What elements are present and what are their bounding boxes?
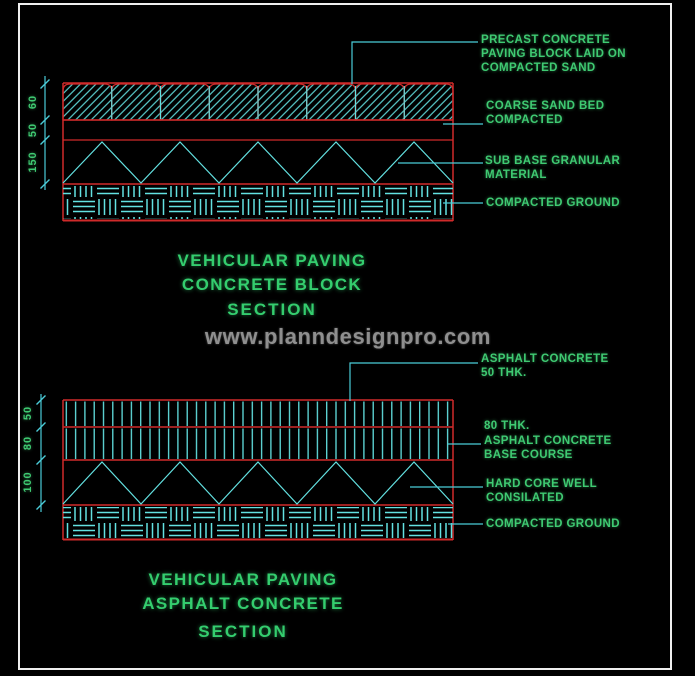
label-precast-concrete-block: PRECAST CONCRETE PAVING BLOCK LAID ON CO…	[481, 34, 626, 74]
concrete-block-section-drawing	[40, 41, 483, 222]
compacted-ground-hatch	[63, 186, 453, 219]
leader-lines-top	[351, 41, 483, 204]
label-asphalt-concrete-50: ASPHALT CONCRETE 50 THK.	[481, 353, 609, 379]
hardcore-zigzag-hatch	[62, 461, 454, 505]
label-hard-core: HARD CORE WELL CONSILATED	[486, 478, 598, 504]
label-coarse-sand-bed: COARSE SAND BED COMPACTED	[486, 100, 605, 126]
dimension-line-bottom	[36, 394, 46, 512]
subbase-zigzag-hatch	[62, 141, 454, 184]
asphalt-80-hatch	[64, 428, 452, 459]
title-section-word-bottom: SECTION	[198, 622, 288, 641]
dimension-line-top	[40, 76, 50, 190]
asphalt-section-drawing	[36, 362, 483, 541]
title-concrete-block-section: VEHICULAR PAVING CONCRETE BLOCK	[177, 251, 367, 294]
asphalt-50-hatch	[64, 401, 452, 426]
label-compacted-ground-top: COMPACTED GROUND	[486, 197, 620, 209]
label-asphalt-base-course: 80 THK. ASPHALT CONCRETE BASE COURSE	[484, 420, 612, 461]
dim-60: 60	[27, 94, 39, 110]
label-sub-base-granular: SUB BASE GRANULAR MATERIAL	[485, 155, 621, 181]
dim-50-sand: 50	[27, 122, 39, 138]
dim-80: 80	[22, 435, 34, 451]
dim-150: 150	[27, 151, 39, 173]
title-asphalt-section: VEHICULAR PAVING ASPHALT CONCRETE	[142, 570, 344, 613]
compacted-ground-hatch-bottom	[63, 507, 453, 538]
leader-lines-bottom	[349, 362, 483, 525]
dim-100: 100	[22, 471, 34, 493]
title-section-word-top: SECTION	[227, 300, 317, 319]
block-joint-lines	[111, 86, 405, 119]
label-compacted-ground-bottom: COMPACTED GROUND	[486, 518, 620, 530]
watermark-text: www.planndesignpro.com	[204, 324, 492, 349]
dim-50-asphalt: 50	[22, 405, 34, 421]
